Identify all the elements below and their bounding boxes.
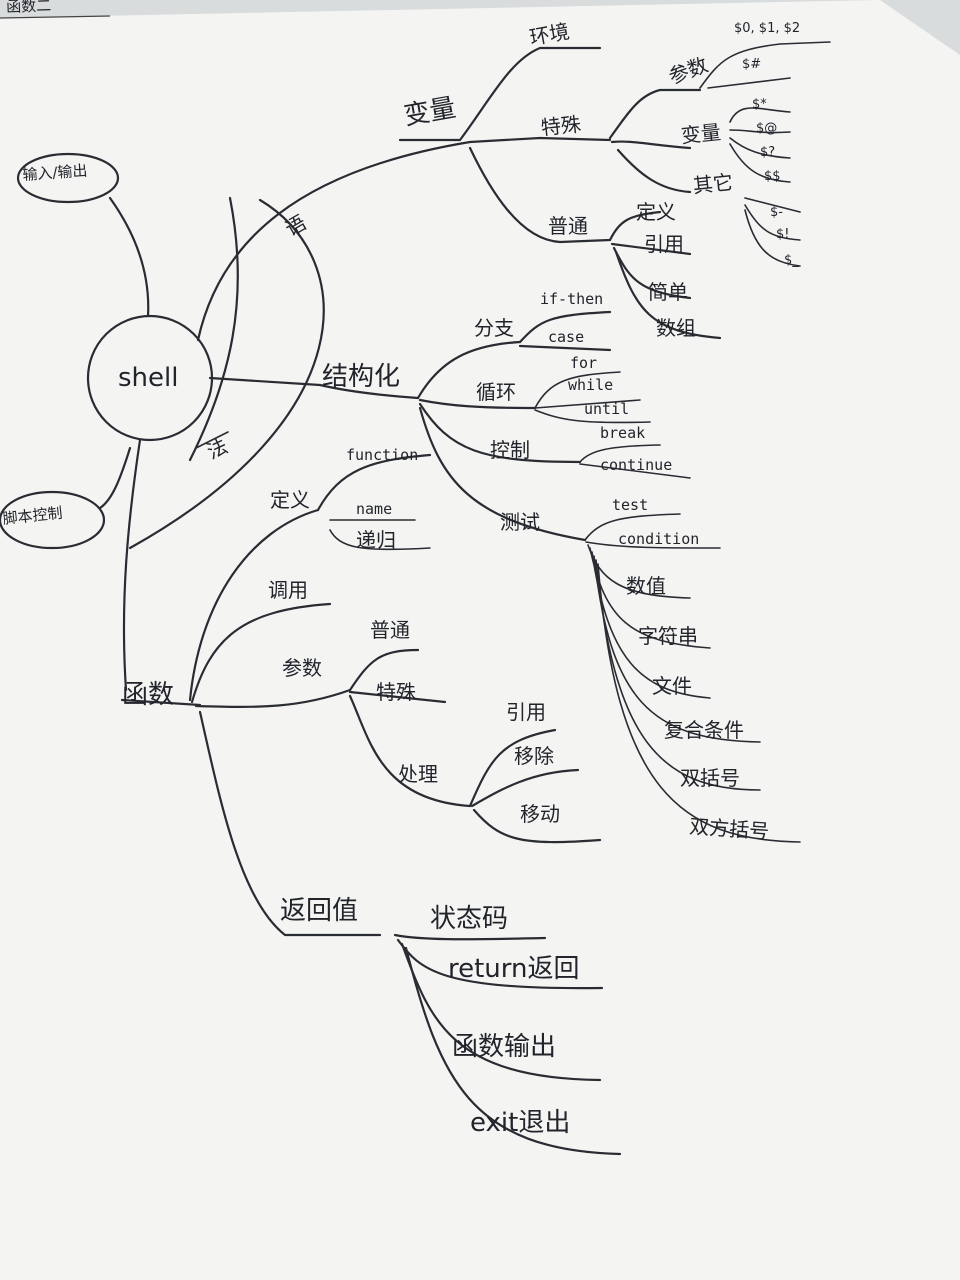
other-dash: $- [770, 205, 783, 220]
test-label: 测试 [500, 510, 540, 534]
func-define-name: name [356, 500, 393, 518]
normal-define: 定义 [636, 200, 676, 224]
func-call: 调用 [268, 578, 308, 602]
test-item-double-bracket: 双方括号 [688, 814, 770, 844]
var-dollar: $$ [764, 169, 781, 184]
var-question: $? [760, 145, 776, 160]
test-item-compound: 复合条件 [664, 718, 744, 742]
test-item-file: 文件 [652, 674, 692, 698]
root-shell: shell [118, 363, 179, 393]
func-define-recursion: 递归 [356, 528, 396, 552]
var-at: $@ [756, 121, 778, 136]
func-params-handling: 处理 [398, 762, 438, 786]
loop-until: until [584, 400, 630, 418]
other-vars-label: 其它 [691, 169, 735, 198]
env-label: 环境 [527, 19, 572, 50]
return-item-exit: exit退出 [470, 1108, 571, 1138]
other-bang: $! [776, 227, 790, 242]
func-params-label: 参数 [282, 656, 322, 680]
param-count: $# [742, 57, 762, 72]
normal-simple: 简单 [648, 280, 688, 304]
handling-reference: 引用 [506, 700, 546, 724]
special-vars-label: 变量 [679, 119, 723, 148]
other-underscore: $_ [784, 253, 799, 268]
test-item-condition: condition [618, 530, 700, 548]
positional-params: $0, $1, $2 [734, 21, 801, 36]
loop-for: for [570, 354, 598, 372]
return-item-status: 状态码 [430, 904, 509, 934]
loop-label: 循环 [476, 380, 516, 404]
func-define-function: function [346, 446, 419, 464]
corner-note: 函数二 [5, 0, 52, 16]
control-label: 控制 [490, 438, 530, 462]
special-var-label: 特殊 [539, 111, 583, 140]
io-label: 输入/输出 [21, 161, 89, 184]
control-break: break [600, 424, 646, 442]
normal-reference: 引用 [644, 232, 684, 256]
io-circle [16, 152, 120, 204]
loop-while: while [568, 376, 614, 394]
func-define-label: 定义 [270, 488, 310, 512]
test-item-double-paren: 双括号 [680, 766, 740, 790]
branch-if-then: if-then [540, 290, 604, 308]
normal-var-label: 普通 [548, 214, 588, 238]
branch-case: case [548, 328, 585, 346]
script-control-circle [0, 490, 106, 550]
normal-array: 数组 [656, 316, 696, 340]
func-params-special: 特殊 [376, 680, 416, 704]
return-item-output: 函数输出 [452, 1032, 557, 1062]
structured-label: 结构化 [322, 362, 401, 392]
return-item-return: return返回 [448, 954, 580, 984]
branch-label: 分支 [474, 316, 514, 340]
var-star: $* [752, 97, 767, 112]
func-params-normal: 普通 [370, 618, 410, 642]
test-item-number: 数值 [626, 574, 666, 598]
handling-shift: 移动 [520, 802, 560, 826]
control-continue: continue [600, 456, 673, 474]
test-item-string: 字符串 [638, 624, 698, 648]
function-label: 函数 [122, 680, 175, 710]
test-item-test: test [612, 496, 649, 514]
handling-remove: 移除 [514, 744, 554, 768]
return-value-label: 返回值 [280, 896, 359, 926]
